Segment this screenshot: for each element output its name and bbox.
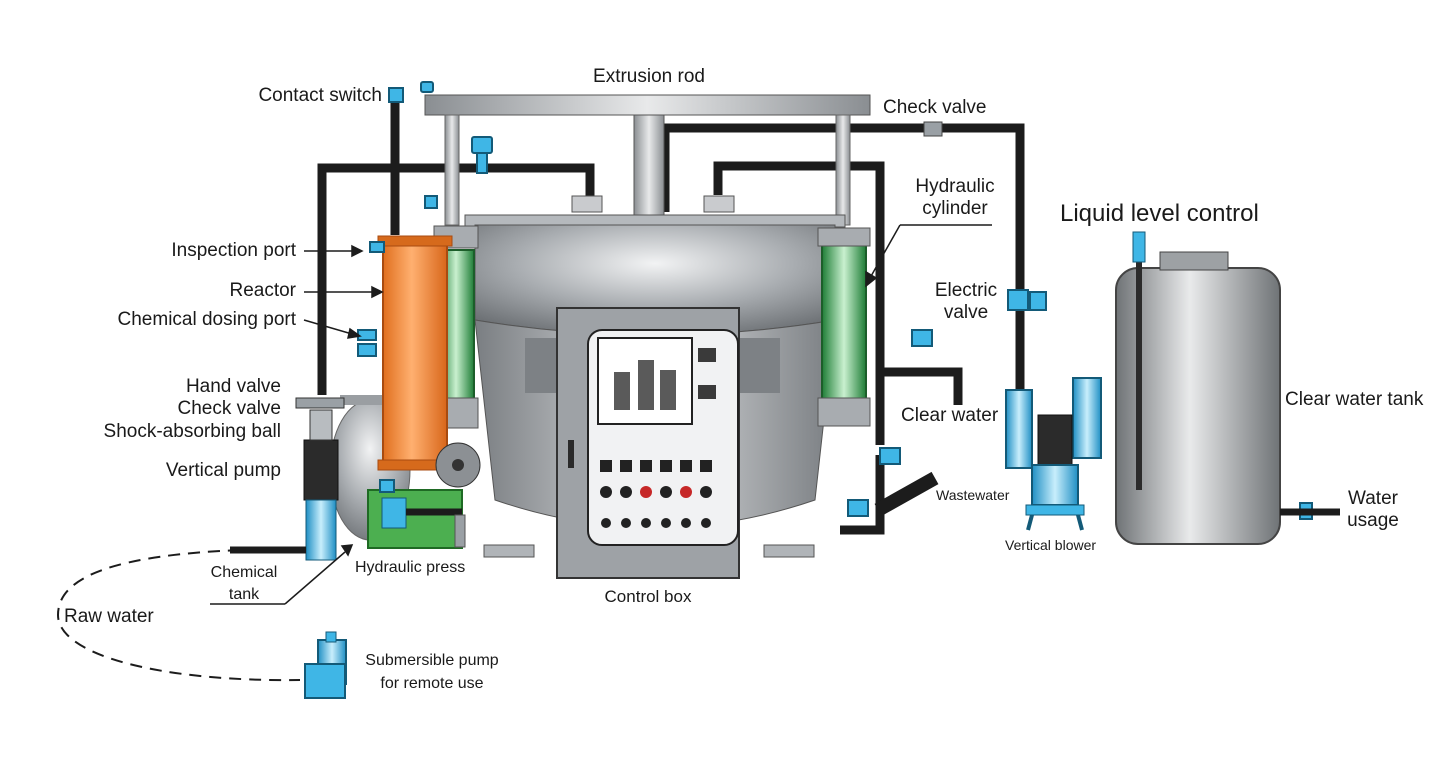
label-hydraulic-press: Hydraulic press	[355, 559, 466, 576]
label-control-box: Control box	[604, 587, 692, 606]
level-sensor-head	[1132, 231, 1146, 263]
label-liquid-level-control: Liquid level control	[1060, 200, 1259, 227]
label-chemical-dosing-port: Chemical dosing port	[117, 309, 296, 330]
label-shock-absorbing-ball: Shock-absorbing ball	[103, 421, 281, 442]
label-electric-valve: Electric valve	[934, 280, 998, 323]
vertical-pump-base	[305, 499, 337, 561]
raw-water-loop	[56, 549, 301, 682]
label-contact-switch: Contact switch	[258, 85, 382, 106]
extrusion-rod-center-post	[633, 114, 665, 216]
left-guide-rod	[444, 114, 460, 226]
label-hydraulic-cylinder: Hydraulic cylinder	[915, 176, 995, 219]
press-motor	[381, 497, 407, 529]
secondary-tank-lid	[340, 395, 420, 405]
blue-fittings	[357, 81, 1313, 520]
label-vertical-pump: Vertical pump	[165, 460, 281, 481]
label-extrusion-rod: Extrusion rod	[593, 66, 705, 87]
label-water-usage: Water usage	[1347, 488, 1399, 531]
extrusion-rod	[424, 94, 871, 116]
check-valve-top	[923, 121, 943, 137]
right-guide-rod	[835, 114, 851, 226]
level-sensor-probe	[1136, 232, 1142, 490]
submersible-pump	[304, 631, 347, 699]
reactor-column	[382, 239, 448, 466]
reactor-top-flange	[377, 235, 453, 247]
label-check-valve-top: Check valve	[883, 97, 987, 118]
label-chemical-tank: Chemical tank	[210, 564, 278, 603]
wastewater-pipe	[874, 471, 939, 517]
label-raw-water: Raw water	[64, 606, 154, 627]
label-vertical-blower: Vertical blower	[1005, 537, 1097, 553]
press-flange	[454, 514, 466, 548]
hand-valve	[295, 397, 345, 409]
control-box	[556, 307, 740, 579]
label-wastewater: Wastewater	[936, 487, 1010, 503]
clear-water-tank	[1115, 231, 1340, 545]
label-hand-valve: Hand valve	[185, 376, 281, 397]
vertical-pump-body	[303, 439, 339, 501]
label-inspection-port: Inspection port	[171, 240, 296, 261]
hydraulic-cylinder-right	[821, 244, 867, 401]
label-clear-water: Clear water	[901, 405, 999, 426]
control-panel-buttons	[600, 460, 712, 528]
label-clear-water-tank: Clear water tank	[1285, 389, 1424, 410]
label-check-valve: Check valve	[177, 398, 282, 419]
cylinder-cap-top	[817, 227, 871, 247]
label-reactor: Reactor	[229, 280, 296, 301]
check-valve-left	[309, 409, 333, 441]
leader-lines	[210, 224, 992, 605]
fan-hub	[452, 459, 464, 471]
vertical-blower	[1005, 377, 1102, 531]
label-submersible-pump: Submersible pump for remote use	[365, 652, 499, 692]
cylinder-cap-bottom	[817, 397, 871, 427]
